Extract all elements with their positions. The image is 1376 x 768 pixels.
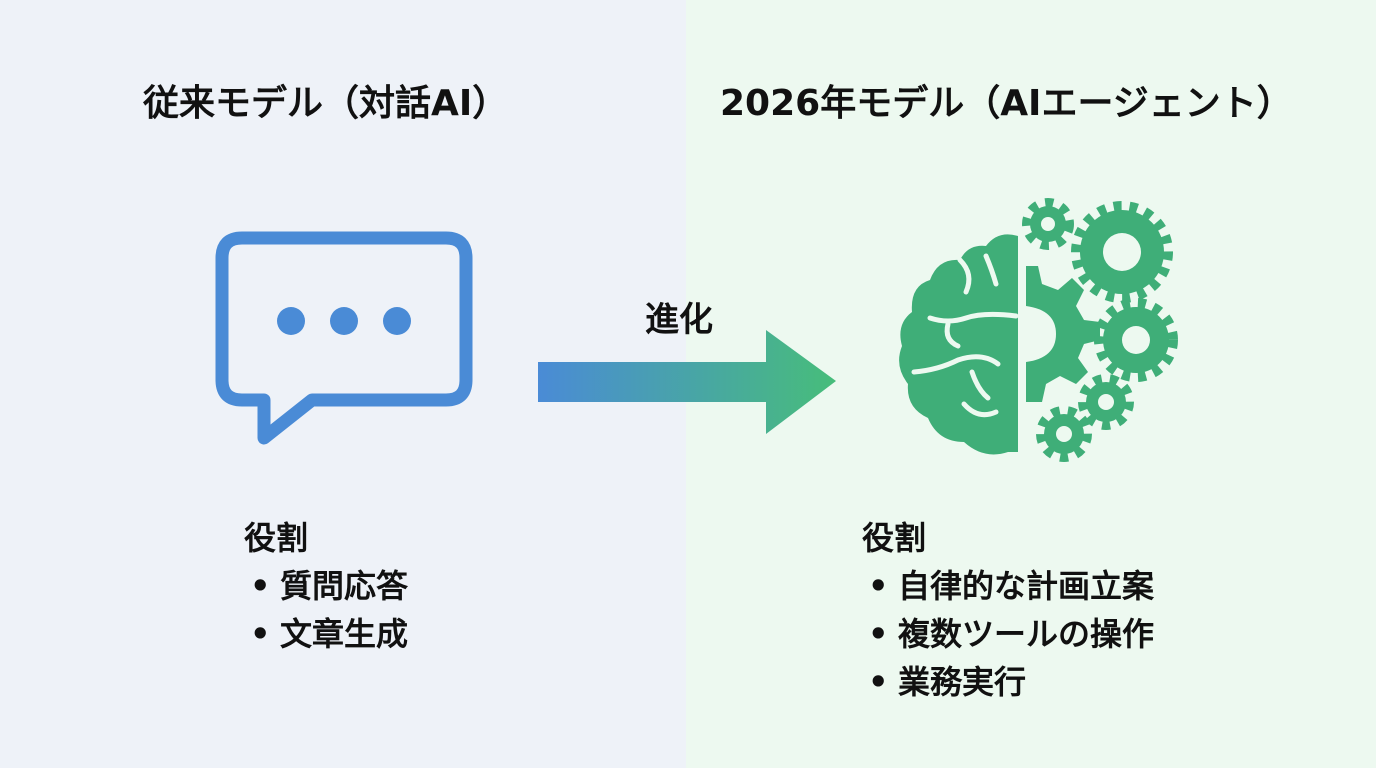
right-role-item: •業務実行 xyxy=(868,663,1027,701)
brain-gears-icon xyxy=(899,198,1178,462)
chat-bubble-icon xyxy=(215,231,473,445)
right-role-item: •自律的な計画立案 xyxy=(868,567,1155,605)
left-roles-list: 役割 •質問応答 •文章生成 xyxy=(244,514,408,658)
right-roles-heading: 役割 xyxy=(862,519,927,557)
arrow-right-icon xyxy=(538,330,836,434)
left-role-item: •文章生成 xyxy=(250,615,409,653)
right-role-item: •複数ツールの操作 xyxy=(868,615,1155,653)
evolution-label: 進化 xyxy=(645,300,713,340)
left-panel-title: 従来モデル（対話AI） xyxy=(143,83,509,124)
left-role-item: •質問応答 xyxy=(250,567,409,605)
right-roles-list: 役割 •自律的な計画立案 •複数ツールの操作 •業務実行 xyxy=(862,514,1154,706)
right-panel-title: 2026年モデル（AIエージェント） xyxy=(720,83,1293,124)
left-roles-heading: 役割 xyxy=(244,519,309,557)
